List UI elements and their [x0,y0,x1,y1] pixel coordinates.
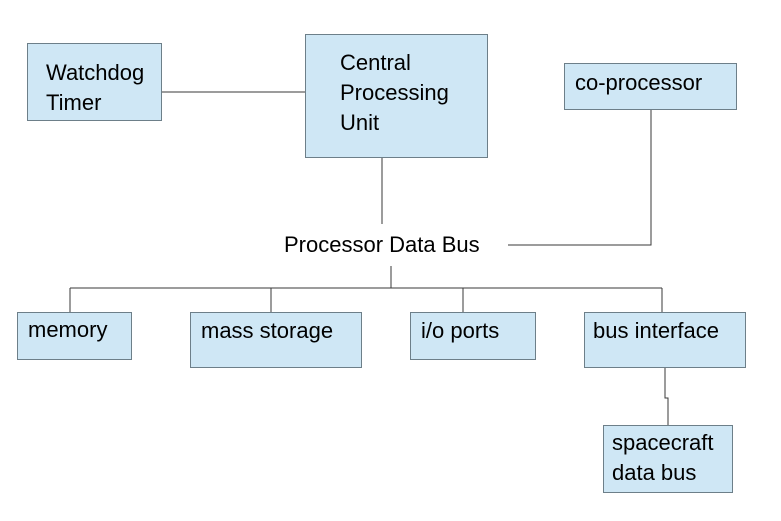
central-processing-unit-box: Central Processing Unit [305,34,488,158]
memory-label: memory [28,317,108,342]
co-processor-label: co-processor [575,70,703,95]
memory-box: memory [17,312,132,360]
watchdog-timer-label-line-2: Timer [46,90,102,115]
co-processor-box: co-processor [564,63,737,110]
io-ports-label: i/o ports [421,318,500,343]
mass-storage-box: mass storage [190,312,362,368]
spacecraft-data-bus-label-line-2: data bus [612,460,697,485]
bus-interface-box: bus interface [584,312,746,368]
connector-businterface-spacecraft [664,368,669,425]
watchdog-timer-label-line-1: Watchdog [46,60,145,85]
connector-bus-coprocessor [508,110,652,246]
cpu-label-line-2: Processing [340,80,449,105]
mass-storage-label: mass storage [201,318,334,343]
spacecraft-data-bus-box: spacecraft data bus [603,425,733,493]
processor-data-bus-label: Processor Data Bus [284,232,480,257]
watchdog-timer-box: Watchdog Timer [27,43,162,121]
bus-interface-label: bus interface [593,318,719,343]
cpu-label-line-1: Central [340,50,411,75]
spacecraft-data-bus-label-line-1: spacecraft [612,430,714,455]
io-ports-box: i/o ports [410,312,536,360]
cpu-label-line-3: Unit [340,110,380,135]
